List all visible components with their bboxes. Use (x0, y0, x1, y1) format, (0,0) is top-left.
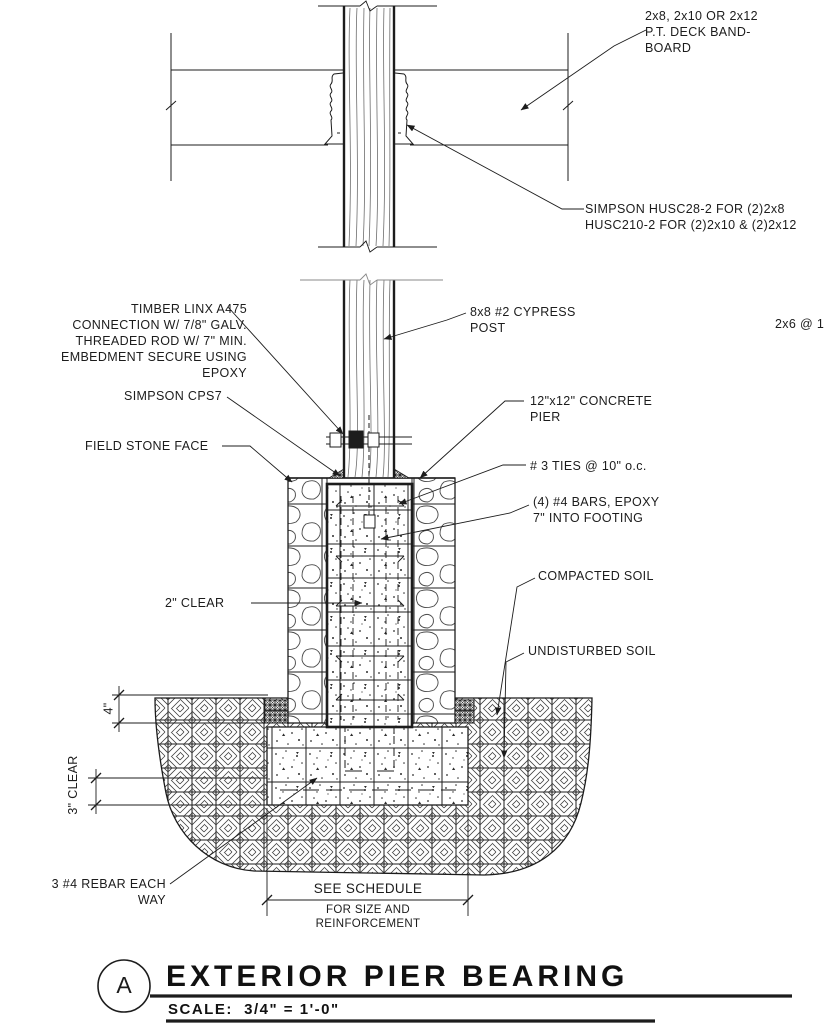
wood-grain (347, 7, 391, 478)
leader-compacted (495, 577, 536, 716)
title-block-lines (97, 959, 792, 1023)
pier-vertical-bars (340, 496, 399, 720)
detail-title: EXTERIOR PIER BEARING (166, 960, 629, 993)
label-band-board: 2x8, 2x10 OR 2x12 P.T. DECK BAND- BOARD (645, 9, 758, 55)
detail-bubble (97, 959, 151, 1013)
leader-post (383, 312, 467, 340)
break-lines (300, 0, 443, 286)
leader-bars (380, 504, 530, 541)
leader-undisturbed (501, 652, 525, 759)
label-cps7: SIMPSON CPS7 (124, 389, 222, 403)
label-undisturbed-soil: UNDISTURBED SOIL (528, 644, 656, 658)
leader-lines (169, 29, 647, 885)
label-stone-face: FIELD STONE FACE (85, 439, 209, 453)
joist-hanger-right (394, 72, 415, 145)
label-bars: (4) #4 BARS, EPOXY 7" INTO FOOTING (533, 495, 660, 525)
label-schedule-title: SEE SCHEDULE (313, 881, 423, 896)
dimension-schedule (261, 808, 474, 916)
label-ties: # 3 TIES @ 10" o.c. (530, 459, 647, 473)
stone-face (287, 477, 456, 724)
joist-hanger-left (323, 72, 344, 145)
leader-stone-face (222, 445, 293, 483)
label-clear-3: 3" CLEAR (66, 755, 80, 815)
label-dim-4: 4" (101, 702, 116, 715)
label-compacted-soil: COMPACTED SOIL (538, 569, 654, 583)
label-hanger: SIMPSON HUSC28-2 FOR (2)2x8 HUSC210-2 FO… (585, 202, 797, 232)
concrete-pier (288, 447, 455, 729)
detail-letter: A (116, 972, 132, 998)
leader-hanger (406, 124, 584, 210)
leader-band-board (520, 29, 647, 111)
dimension-3in-clear (88, 769, 267, 814)
dimension-4in (112, 686, 268, 732)
label-rebar: 3 #4 REBAR EACH WAY (51, 877, 166, 907)
leader-timber-linx (227, 306, 344, 435)
label-edge-fragment: 2x6 @ 1 (775, 317, 825, 331)
detail-scale: SCALE: 3/4" = 1'-0" (168, 1001, 340, 1018)
label-post: 8x8 #2 CYPRESS POST (470, 305, 576, 335)
timber-linx-connector (326, 415, 412, 449)
ledge-blocks (263, 699, 475, 724)
label-schedule-sub: FOR SIZE AND REINFORCEMENT (315, 904, 421, 930)
leader-cps7 (226, 396, 341, 477)
label-timber-linx: TIMBER LINX A475 CONNECTION W/ 7/8" GALV… (61, 302, 247, 380)
deck-band-assembly (165, 33, 574, 181)
leader-rebar (169, 777, 318, 885)
leader-pier (419, 400, 524, 479)
footing (266, 700, 469, 806)
leader-ties (398, 464, 526, 505)
label-clear-2: 2" CLEAR (165, 596, 225, 610)
cypress-post (300, 0, 443, 478)
label-concrete-pier: 12"x12" CONCRETE PIER (530, 394, 653, 424)
